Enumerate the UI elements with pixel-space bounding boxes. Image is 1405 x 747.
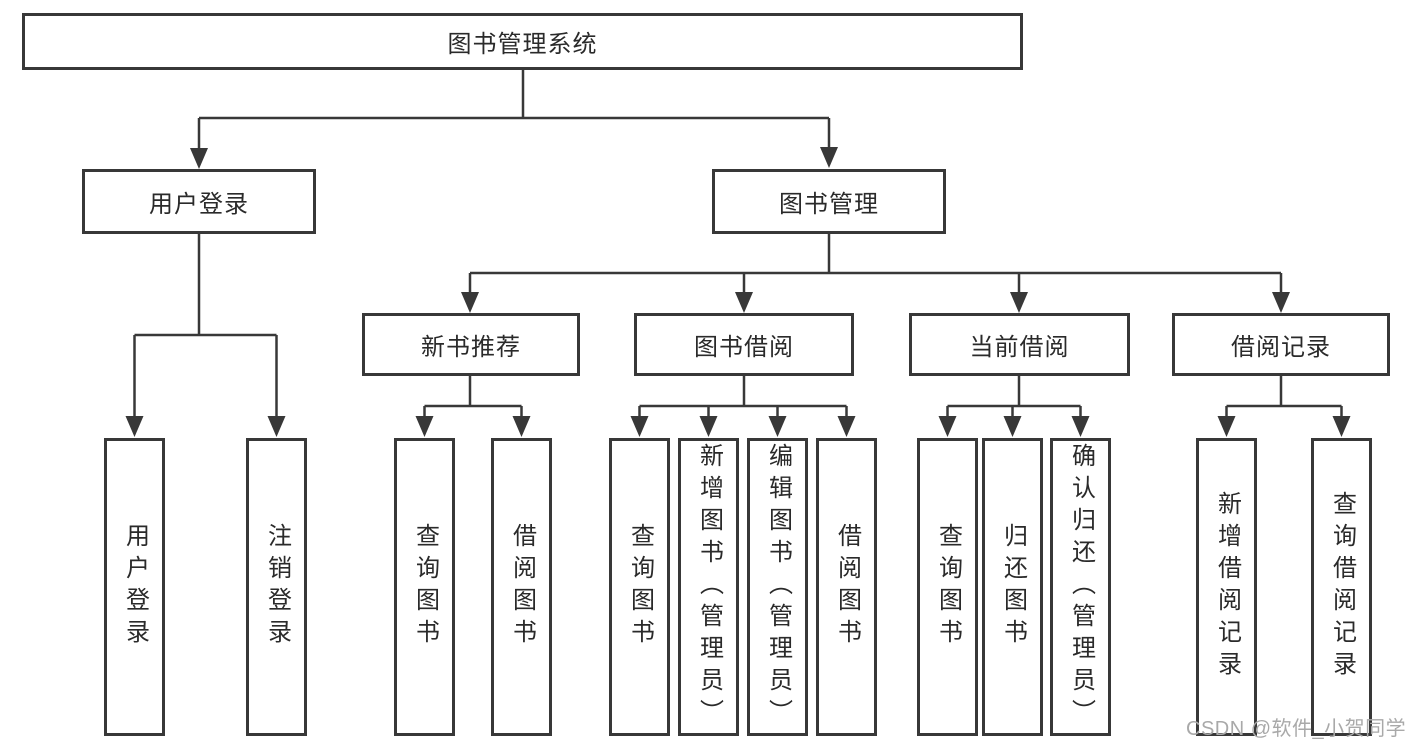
node-new-book-recommendation: 新书推荐 [362, 313, 580, 376]
node-label: 查询图书 [626, 523, 654, 651]
node-label: 借阅图书 [833, 523, 861, 651]
node-borrowing-records: 借阅记录 [1172, 313, 1390, 376]
node-leaf-query-books-current: 查询图书 [917, 438, 978, 736]
node-label: 图书管理 [779, 191, 879, 218]
node-label: 编辑图书（管理员） [764, 443, 792, 731]
node-label: 注销登录 [263, 523, 291, 651]
node-leaf-query-books-borrowing: 查询图书 [609, 438, 670, 736]
node-label: 新书推荐 [421, 334, 521, 361]
node-label: 借阅图书 [508, 523, 536, 651]
watermark: CSDN @软件_小贺同学 [1186, 718, 1405, 740]
node-root-library-management-system: 图书管理系统 [22, 13, 1023, 70]
node-current-borrowing: 当前借阅 [909, 313, 1130, 376]
node-label: 当前借阅 [969, 334, 1070, 361]
node-book-management: 图书管理 [712, 169, 946, 234]
node-label: 归还图书 [999, 523, 1027, 651]
node-label: 查询借阅记录 [1328, 491, 1356, 683]
node-user-login: 用户登录 [82, 169, 316, 234]
node-leaf-user-login: 用户登录 [104, 438, 165, 736]
node-leaf-query-books-recommend: 查询图书 [394, 438, 455, 736]
node-leaf-logout-login: 注销登录 [246, 438, 307, 736]
node-leaf-return-books: 归还图书 [982, 438, 1043, 736]
node-label: 借阅记录 [1231, 334, 1331, 361]
node-label: 查询图书 [934, 523, 962, 651]
node-label: 图书借阅 [694, 334, 794, 361]
node-leaf-borrow-books-borrowing: 借阅图书 [816, 438, 877, 736]
node-leaf-add-borrow-record: 新增借阅记录 [1196, 438, 1257, 736]
node-label: 新增图书（管理员） [695, 443, 723, 731]
node-label: 新增借阅记录 [1213, 491, 1241, 683]
node-leaf-confirm-return-admin: 确认归还（管理员） [1050, 438, 1111, 736]
node-leaf-add-books-admin: 新增图书（管理员） [678, 438, 739, 736]
node-leaf-query-borrow-record: 查询借阅记录 [1311, 438, 1372, 736]
node-label: 用户登录 [121, 523, 149, 651]
node-label: 图书管理系统 [447, 31, 598, 58]
node-book-borrowing: 图书借阅 [634, 313, 854, 376]
node-leaf-borrow-books-recommend: 借阅图书 [491, 438, 552, 736]
node-leaf-edit-books-admin: 编辑图书（管理员） [747, 438, 808, 736]
node-label: 用户登录 [149, 191, 249, 218]
node-label: 确认归还（管理员） [1067, 443, 1095, 731]
node-label: 查询图书 [411, 523, 439, 651]
